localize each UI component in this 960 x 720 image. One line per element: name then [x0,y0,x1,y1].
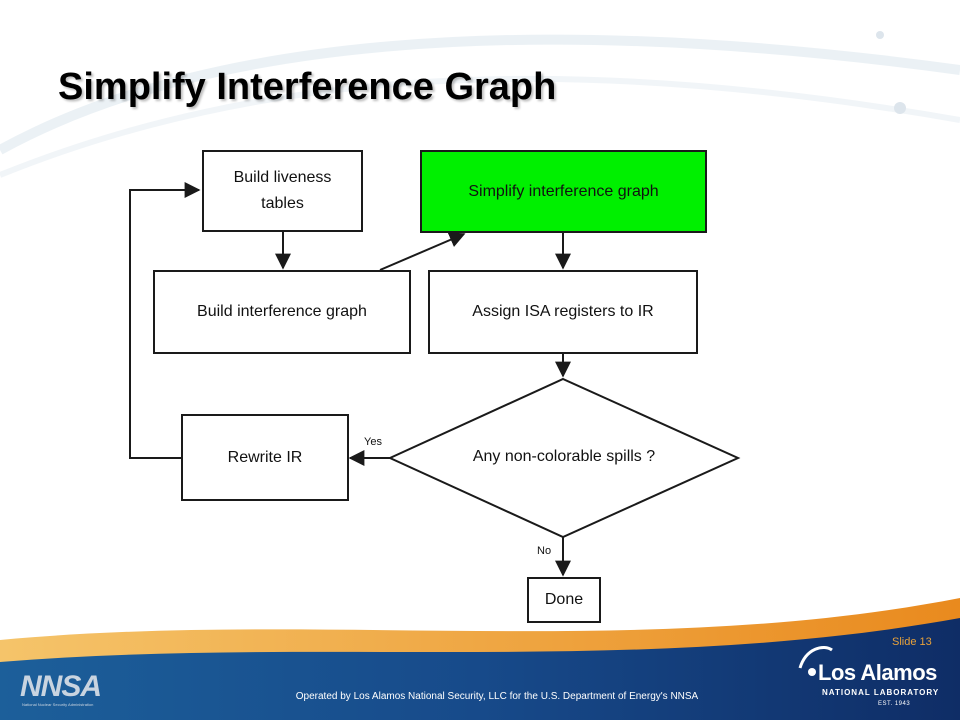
nnsa-logo-subtitle: National Nuclear Security Administration [22,702,94,707]
lanl-logo-subtitle: NATIONAL LABORATORY [822,688,940,697]
node-build-interference: Build interference graph [153,270,411,354]
top-swoosh [0,34,960,155]
decision-diamond [387,377,741,539]
footer-band [0,618,960,720]
orange-swoosh [0,598,960,668]
top-swoosh-2 [0,75,960,178]
nnsa-logo: NNSA National Nuclear Security Administr… [20,670,120,710]
lanl-logo-icon [798,645,833,676]
node-label: Rewrite IR [227,448,303,466]
edge-rewrite-to-liveness [129,182,201,459]
node-label: tables [261,195,304,212]
slide-title: Simplify Interference Graph [58,66,557,108]
node-label: Build interference graph [197,303,367,320]
node-label: Build liveness [233,169,332,186]
node-done: Done [527,577,601,623]
edge-label-no: No [537,545,552,557]
slide-number: Slide 13 [892,636,932,648]
swoosh-dot [894,102,906,114]
footer-text: Operated by Los Alamos National Security… [295,691,699,702]
lanl-logo: Los Alamos NATIONAL LABORATORY EST. 1943 [796,638,946,712]
swoosh-dot [876,31,884,39]
edge-label-yes: Yes [364,436,382,448]
node-label: Simplify interference graph [468,182,659,200]
node-assign-isa: Assign ISA registers to IR [428,270,698,354]
node-rewrite-ir: Rewrite IR [181,414,349,501]
node-build-liveness: Build liveness tables [202,150,363,232]
nnsa-logo-text: NNSA [20,670,102,703]
edge-interference-to-simplify [379,232,466,271]
node-simplify: Simplify interference graph [420,150,707,233]
node-decision-label: Any non-colorable spills ? [472,448,656,465]
node-label: Assign ISA registers to IR [472,303,654,320]
node-label: Done [544,591,584,608]
lanl-logo-est: EST. 1943 [878,701,911,707]
lanl-logo-name: Los Alamos [818,660,937,685]
